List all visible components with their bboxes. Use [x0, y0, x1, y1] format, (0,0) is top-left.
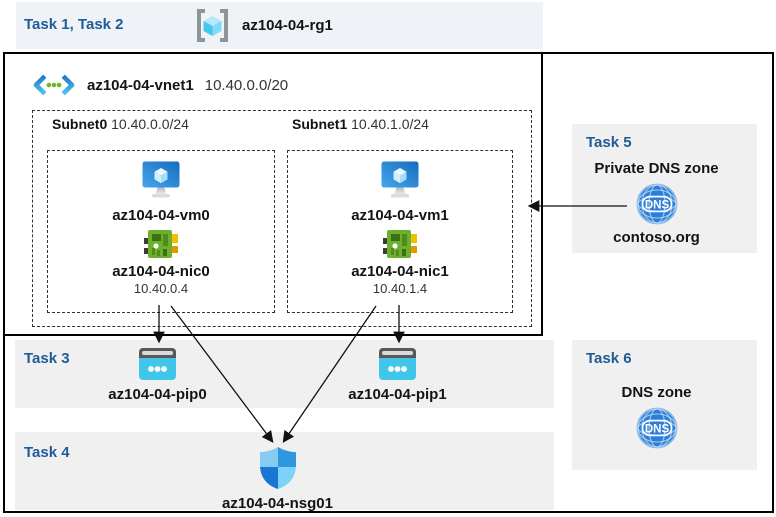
- nic1-name: az104-04-nic1: [351, 263, 449, 280]
- pip1-name: az104-04-pip1: [348, 386, 447, 403]
- pip0-name: az104-04-pip0: [108, 386, 207, 403]
- vm-icon: [381, 161, 419, 198]
- svg-text:DNS: DNS: [644, 424, 669, 436]
- task3-label: Task 3: [24, 350, 70, 367]
- nic0-ip: 10.40.0.4: [133, 281, 189, 296]
- task6-panel: Task 6 DNS zone DNS: [572, 340, 757, 470]
- private-dns-zone: Private DNS zone DNS contoso.org: [578, 160, 735, 246]
- vnet-header: az104-04-vnet1 10.40.0.0/20: [32, 73, 288, 97]
- subnet1-cidr: 10.40.1.0/24: [351, 116, 429, 132]
- vnet-name: az104-04-vnet1: [87, 76, 194, 94]
- task6-label: Task 6: [586, 350, 632, 367]
- header-strip: Task 1, Task 2 az104-04-rg1: [16, 2, 543, 49]
- vnet-icon: [33, 74, 75, 96]
- subnet0-cidr: 10.40.0.0/24: [111, 116, 189, 132]
- public-ip-1: az104-04-pip1: [315, 348, 480, 403]
- private-dns-zone-name: contoso.org: [613, 229, 700, 246]
- subnet0-name: Subnet0: [52, 116, 108, 132]
- nsg-group: az104-04-nsg01: [195, 446, 360, 512]
- dns-zone: DNS zone DNS: [578, 384, 735, 449]
- task5-panel: Task 5 Private DNS zone DNS contoso.org: [572, 124, 757, 253]
- task4-label: Task 4: [24, 444, 70, 461]
- resource-group-icon: [197, 9, 228, 42]
- svg-text:DNS: DNS: [644, 200, 669, 212]
- vm-icon: [142, 161, 180, 198]
- resource-group-name: az104-04-rg1: [242, 17, 333, 34]
- public-ip-0: az104-04-pip0: [75, 348, 240, 403]
- dns-icon: DNS: [636, 183, 677, 225]
- subnet0-vm-box: az104-04-vm0 az104-04-nic0 10.40.0.4: [47, 150, 275, 313]
- private-dns-zone-title: Private DNS zone: [594, 160, 719, 177]
- subnet1-name: Subnet1: [292, 116, 348, 132]
- nic0-name: az104-04-nic0: [112, 263, 210, 280]
- subnet1-label: Subnet1 10.40.1.0/24: [292, 116, 429, 132]
- nsg-name: az104-04-nsg01: [222, 495, 333, 512]
- subnet0-label: Subnet0 10.40.0.0/24: [52, 116, 189, 132]
- nic-icon: [144, 230, 178, 258]
- public-ip-icon: [379, 348, 416, 380]
- nic1-ip: 10.40.1.4: [372, 281, 428, 296]
- vm0-name: az104-04-vm0: [112, 207, 210, 224]
- task5-label: Task 5: [586, 134, 632, 151]
- dns-icon: DNS: [636, 407, 677, 449]
- public-ip-icon: [139, 348, 176, 380]
- subnet1-vm-box: az104-04-vm1 az104-04-nic1 10.40.1.4: [287, 150, 513, 313]
- subnets-region: Subnet0 10.40.0.0/24 Subnet1 10.40.1.0/2…: [32, 110, 532, 327]
- nsg-shield-icon: [259, 447, 296, 489]
- nic-icon: [383, 230, 417, 258]
- dns-zone-title: DNS zone: [621, 384, 692, 401]
- resource-group: az104-04-rg1: [194, 8, 333, 43]
- vnet-box: az104-04-vnet1 10.40.0.0/20 Subnet0 10.4…: [3, 52, 543, 336]
- vnet-cidr: 10.40.0.0/20: [204, 76, 289, 94]
- vm1-name: az104-04-vm1: [351, 207, 449, 224]
- header-task-label: Task 1, Task 2: [24, 16, 124, 33]
